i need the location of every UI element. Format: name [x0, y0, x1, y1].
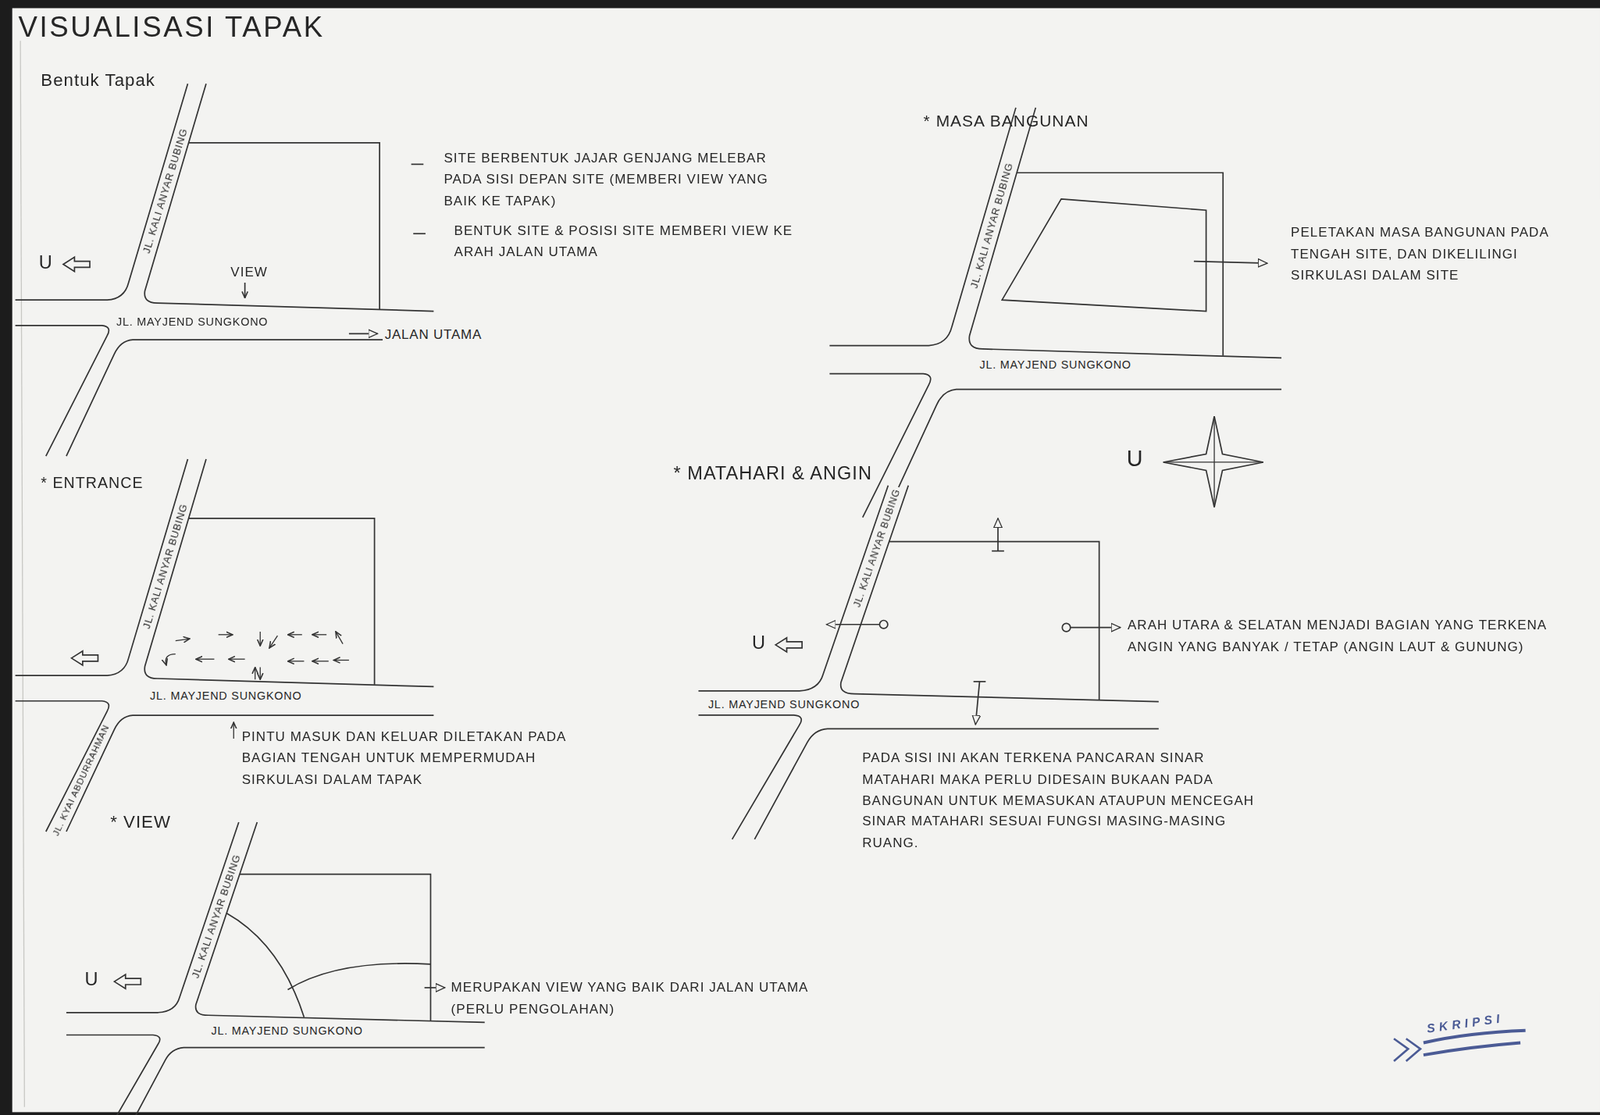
note-text: PINTU MASUK DAN KELUAR DILETAKAN PADA BA…	[242, 726, 589, 791]
gate-arrow	[260, 667, 261, 681]
road-name: JL. KALI ANYAR BUBING	[139, 124, 191, 257]
paper-edge	[20, 40, 25, 1108]
circulation-arrow	[333, 659, 350, 661]
wind-arrow	[997, 518, 998, 552]
road-label: JALAN UTAMA	[382, 326, 485, 343]
wind-arrow	[1070, 627, 1121, 628]
site-plan	[829, 107, 1282, 518]
site-outline	[188, 518, 375, 685]
stamp-chevron	[1393, 1038, 1408, 1062]
north-arrow	[114, 974, 141, 989]
note-text: BENTUK SITE & POSISI SITE MEMBERI VIEW K…	[454, 220, 802, 263]
bullet-dash	[411, 163, 425, 165]
north-arrow	[71, 651, 98, 666]
gate-arrow	[254, 667, 256, 681]
road-name: JL. MAYJEND SUNGKONO	[147, 689, 304, 703]
note-text: PELETAKAN MASA BANGUNAN PADA TENGAH SITE…	[1290, 222, 1587, 287]
road-name: JL. KALI ANYAR BUBING	[967, 159, 1016, 292]
pointer-arrow	[1193, 261, 1268, 264]
stamp-chevron	[1406, 1038, 1421, 1062]
road-pair	[15, 83, 435, 457]
north-label: U	[1126, 446, 1144, 472]
sheet-title: VISUALISASI TAPAK	[18, 12, 325, 44]
circulation-arrow	[269, 635, 278, 649]
watermark: SKRIPSI	[1425, 1008, 1506, 1040]
view-label: VIEW	[230, 265, 268, 281]
panel-heading: * ENTRANCE	[40, 474, 143, 492]
circulation-arrow	[260, 631, 261, 646]
circulation-arrow	[312, 660, 329, 662]
north-arrow	[63, 256, 90, 271]
north-label: U	[84, 970, 99, 991]
wind-origin	[879, 620, 888, 629]
compass	[1163, 416, 1264, 507]
circulation-arrow	[288, 634, 303, 635]
site-plan	[66, 822, 485, 1115]
panel-heading: Bentuk Tapak	[40, 71, 156, 90]
circulation-arrow	[218, 634, 233, 635]
road-name: JL. KALI ANYAR BUBING	[188, 851, 245, 983]
circulation-arrow	[312, 634, 327, 635]
wind-origin	[1061, 623, 1070, 631]
wind-arrow	[826, 623, 880, 625]
road-name: JL. KYAI ABDURRAHMAN	[49, 721, 114, 841]
pointer-arrow	[424, 987, 446, 988]
view-zone	[226, 913, 304, 1018]
bullet-dash	[413, 233, 426, 235]
circulation-arrow	[228, 659, 246, 660]
north-label: U	[39, 253, 54, 274]
sun-arrow	[975, 681, 980, 725]
road-name: JL. MAYJEND SUNGKONO	[209, 1024, 366, 1038]
site-outline	[1016, 172, 1223, 356]
road-pair	[829, 107, 1282, 518]
pointer-arrow	[233, 722, 235, 739]
building-mass	[1001, 199, 1206, 312]
road-pair	[66, 822, 485, 1115]
circulation-arrows	[165, 631, 350, 680]
circulation-arrow	[288, 660, 305, 662]
site-plan	[15, 83, 435, 457]
road-name: JL. MAYJEND SUNGKONO	[114, 315, 271, 329]
north-label: U	[751, 633, 767, 654]
circulation-arrow	[165, 654, 176, 666]
view-zone	[288, 963, 432, 991]
view-arrow	[244, 282, 246, 299]
circulation-arrow	[175, 638, 190, 642]
panel-heading: * MATAHARI & ANGIN	[673, 464, 873, 485]
paper	[12, 7, 1600, 1112]
road-name: JL. KALI ANYAR BUBING	[139, 500, 191, 633]
site-outline	[188, 142, 380, 310]
note-text: PADA SISI INI AKAN TERKENA PANCARAN SINA…	[862, 748, 1271, 855]
north-arrow	[775, 637, 802, 653]
compass-star	[1163, 416, 1264, 507]
stamp-stroke	[1423, 1043, 1521, 1056]
pointer-arrow	[349, 333, 378, 335]
note-text: MERUPAKAN VIEW YANG BAIK DARI JALAN UTAM…	[451, 977, 819, 1020]
panel-heading: * MASA BANGUNAN	[923, 112, 1090, 131]
site-outline	[889, 541, 1100, 700]
road-name: JL. MAYJEND SUNGKONO	[705, 698, 863, 712]
circulation-arrow	[195, 659, 215, 660]
road-name: JL. MAYJEND SUNGKONO	[977, 358, 1134, 372]
note-text: SITE BERBENTUK JAJAR GENJANG MELEBAR PAD…	[443, 147, 770, 212]
compass-axis	[1163, 461, 1264, 463]
stamp-logo	[1393, 1030, 1526, 1062]
road-name: JL. KALI ANYAR BUBING	[850, 485, 904, 611]
note-text: ARAH UTARA & SELATAN MENJADI BAGIAN YANG…	[1127, 615, 1587, 658]
circulation-arrow	[335, 631, 343, 645]
site-outline	[239, 874, 431, 1021]
panel-heading: * VIEW	[110, 812, 172, 832]
